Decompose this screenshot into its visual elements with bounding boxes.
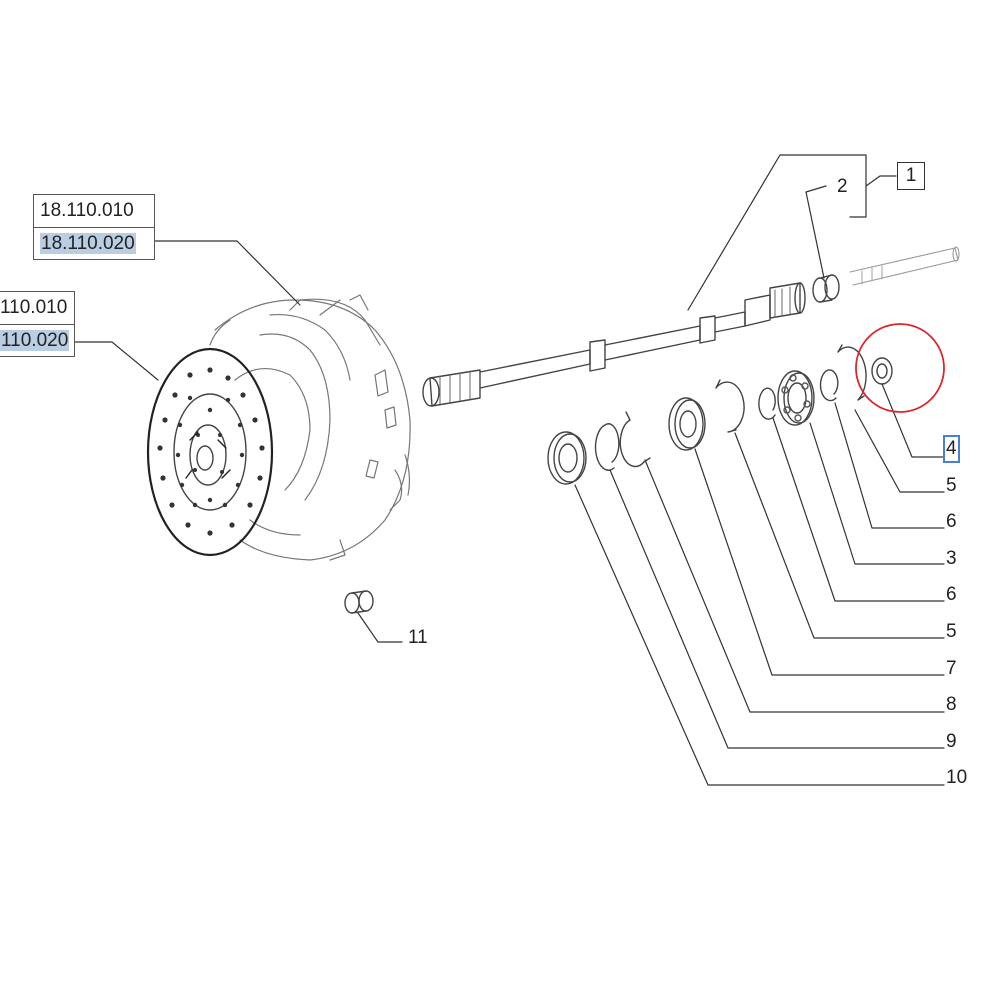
- washer-4: [871, 357, 893, 385]
- callout-7[interactable]: 7: [946, 658, 957, 679]
- callout-10[interactable]: 10: [946, 767, 968, 788]
- bushing: [812, 274, 840, 303]
- callout-5b[interactable]: 5: [946, 621, 957, 642]
- circlip-5b: [715, 379, 745, 433]
- callout-4[interactable]: 4: [943, 435, 960, 463]
- ref-box-clutch-assembly: 18.110.010 18.110.020: [33, 194, 155, 260]
- input-shaft: [422, 282, 806, 407]
- callout-3[interactable]: 3: [946, 548, 957, 569]
- ball-bearing-3: [777, 370, 815, 426]
- ref-box-clutch-disc: 110.010 110.020: [0, 291, 75, 357]
- bearing-10: [547, 431, 587, 485]
- callout-5a[interactable]: 5: [946, 475, 957, 496]
- callout-6b[interactable]: 6: [946, 584, 957, 605]
- callout-8[interactable]: 8: [946, 694, 957, 715]
- snap-ring-6a: [819, 369, 839, 402]
- ref-link-18-110-020[interactable]: 18.110.020: [34, 227, 154, 259]
- callout-2[interactable]: 2: [837, 176, 848, 197]
- secondary-shaft: [849, 246, 960, 286]
- circlip-8: [619, 411, 651, 468]
- small-bushing: [344, 590, 374, 614]
- ref-link-18-110-010[interactable]: 18.110.010: [40, 200, 134, 221]
- snap-ring-9: [594, 423, 620, 471]
- callout-1[interactable]: 1: [897, 162, 925, 190]
- snap-ring-6b: [758, 387, 776, 420]
- ref-link-110-020[interactable]: 110.020: [0, 324, 74, 356]
- bearing-7: [668, 397, 706, 451]
- leader-lines: [73, 154, 945, 786]
- circlip-5a: [837, 344, 867, 401]
- clutch-disc: [146, 347, 274, 557]
- clutch-pressure-plate: [209, 294, 411, 561]
- callout-6a[interactable]: 6: [946, 511, 957, 532]
- callout-9[interactable]: 9: [946, 731, 957, 752]
- callout-11[interactable]: 11: [408, 627, 428, 648]
- selection-circle: [855, 323, 945, 413]
- ref-link-110-010[interactable]: 110.010: [0, 297, 68, 318]
